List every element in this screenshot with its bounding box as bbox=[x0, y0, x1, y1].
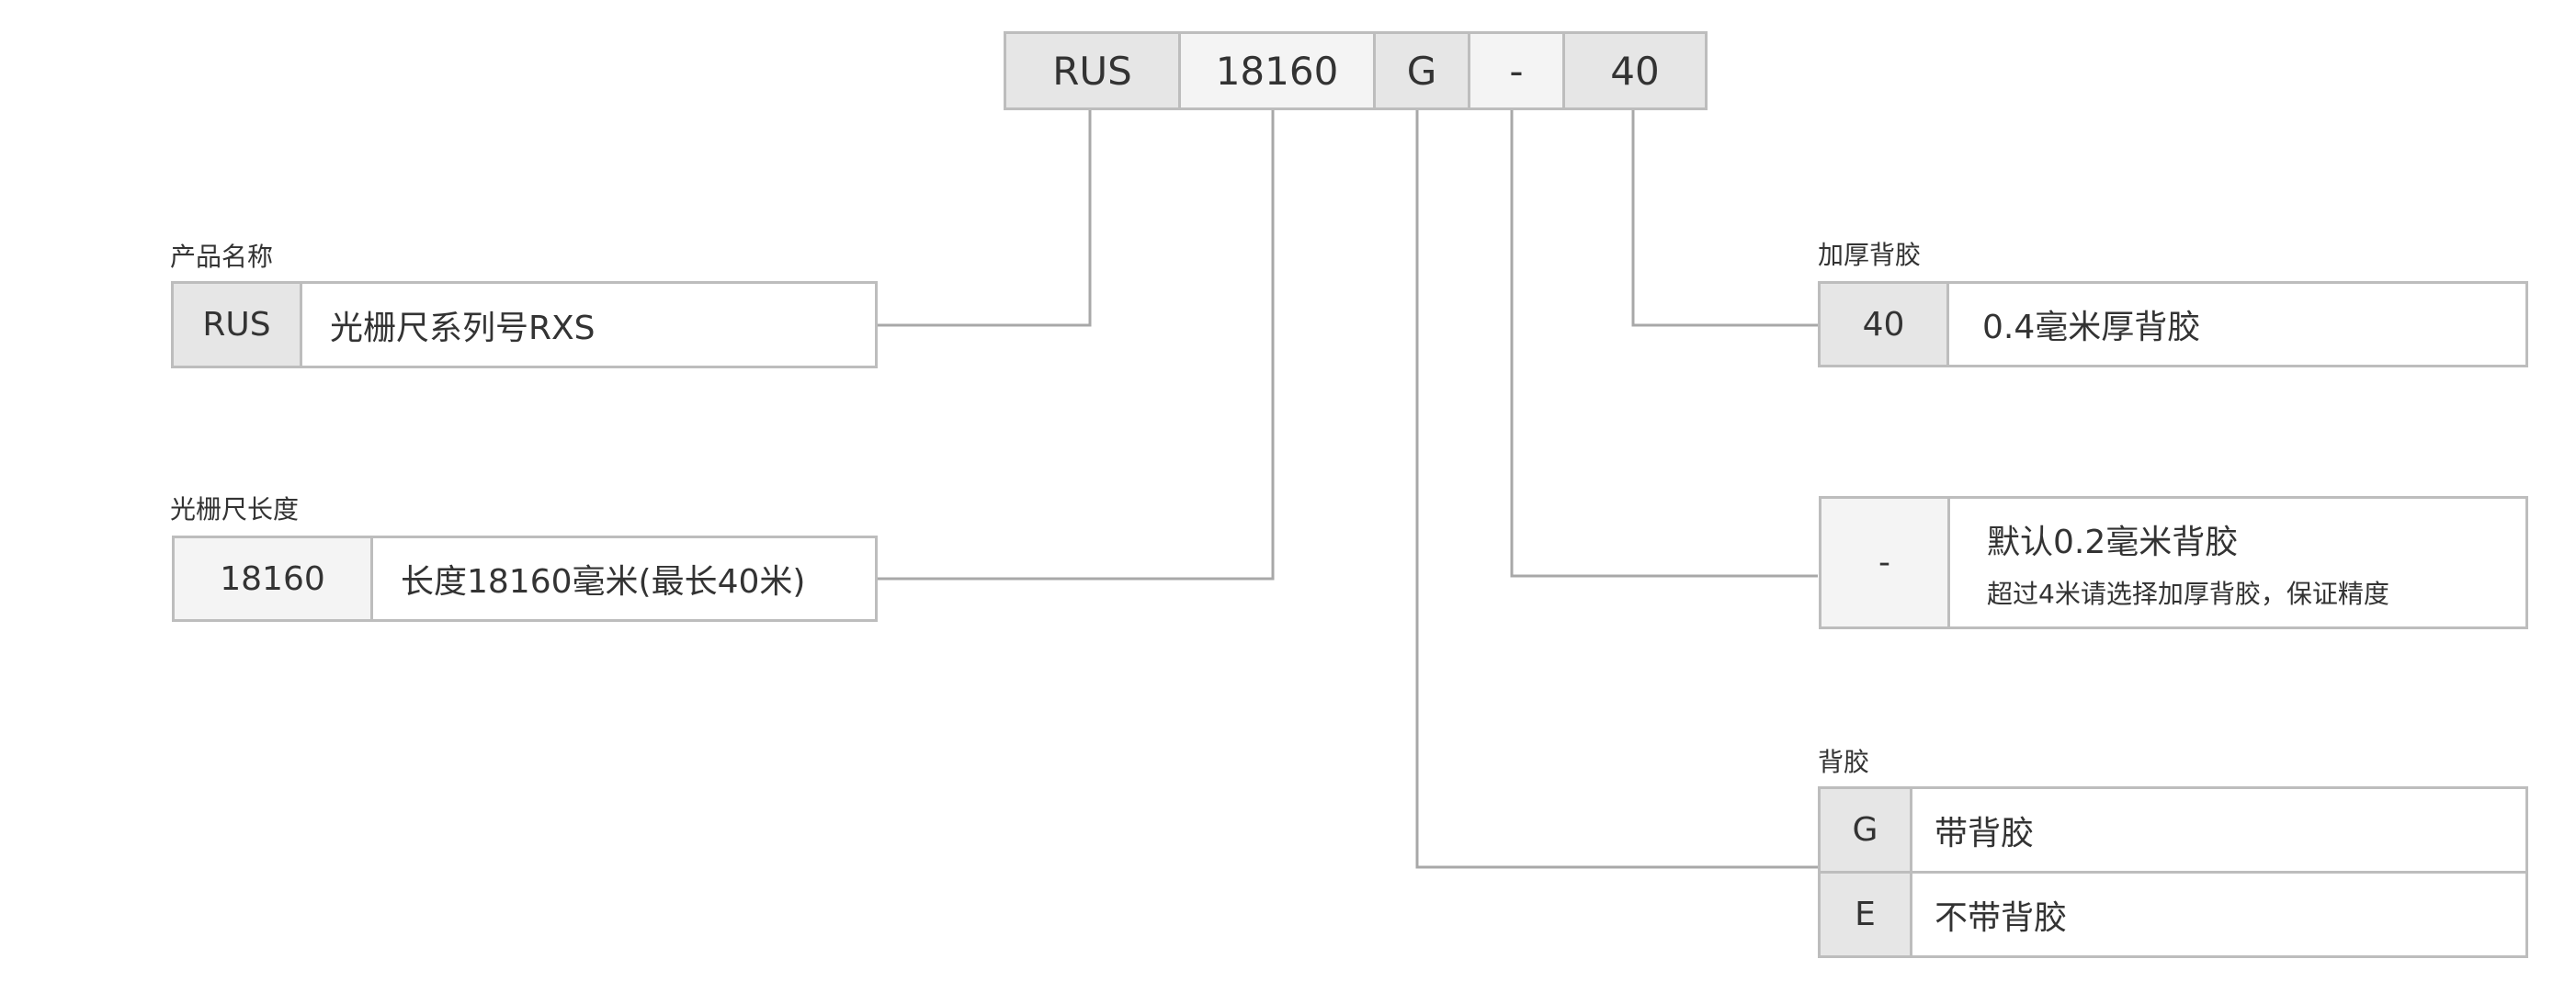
code-segment-thickness: 40 bbox=[1565, 34, 1705, 107]
adhesive-key: G bbox=[1821, 789, 1912, 871]
adhesive-desc: 不带背胶 bbox=[1935, 898, 2068, 937]
connector-adhesive bbox=[1415, 110, 1818, 869]
connector-length bbox=[876, 110, 1275, 581]
model-code-bar: RUS 18160 G - 40 bbox=[1004, 31, 1708, 110]
default-desc-main: 默认0.2毫米背胶 bbox=[1987, 523, 2239, 561]
adhesive-row: G 带背胶 bbox=[1821, 789, 2525, 871]
default-key: - bbox=[1821, 499, 1950, 626]
adhesive-desc: 带背胶 bbox=[1935, 814, 2035, 852]
default-adhesive-box: - 默认0.2毫米背胶 超过4米请选择加厚背胶，保证精度 bbox=[1819, 496, 2528, 629]
length-key: 18160 bbox=[175, 538, 373, 619]
code-segment-separator: - bbox=[1470, 34, 1565, 107]
thick-key: 40 bbox=[1821, 284, 1949, 365]
thick-adhesive-label: 加厚背胶 bbox=[1818, 240, 1922, 270]
code-segment-adhesive: G bbox=[1376, 34, 1470, 107]
connector-product bbox=[876, 110, 1092, 327]
product-name-label: 产品名称 bbox=[170, 242, 274, 272]
adhesive-key: E bbox=[1821, 874, 1912, 955]
thick-adhesive-box: 40 0.4毫米厚背胶 bbox=[1818, 281, 2528, 367]
product-name-box: RUS 光栅尺系列号RXS bbox=[171, 281, 878, 368]
length-box: 18160 长度18160毫米(最长40米) bbox=[172, 536, 878, 622]
product-desc: 光栅尺系列号RXS bbox=[330, 309, 596, 347]
product-key: RUS bbox=[174, 284, 302, 366]
default-desc-note: 超过4米请选择加厚背胶，保证精度 bbox=[1987, 578, 2389, 609]
code-segment-length: 18160 bbox=[1181, 34, 1376, 107]
length-label: 光栅尺长度 bbox=[170, 494, 300, 525]
adhesive-box: G 带背胶 E 不带背胶 bbox=[1818, 786, 2528, 958]
connector-default bbox=[1510, 110, 1818, 578]
default-desc: 默认0.2毫米背胶 超过4米请选择加厚背胶，保证精度 bbox=[1950, 499, 2389, 626]
thick-desc: 0.4毫米厚背胶 bbox=[1982, 309, 2201, 346]
adhesive-label: 背胶 bbox=[1818, 747, 1870, 777]
length-desc: 长度18160毫米(最长40米) bbox=[401, 563, 806, 601]
code-segment-series: RUS bbox=[1006, 34, 1181, 107]
connector-thick bbox=[1631, 110, 1818, 327]
adhesive-row: E 不带背胶 bbox=[1821, 871, 2525, 955]
